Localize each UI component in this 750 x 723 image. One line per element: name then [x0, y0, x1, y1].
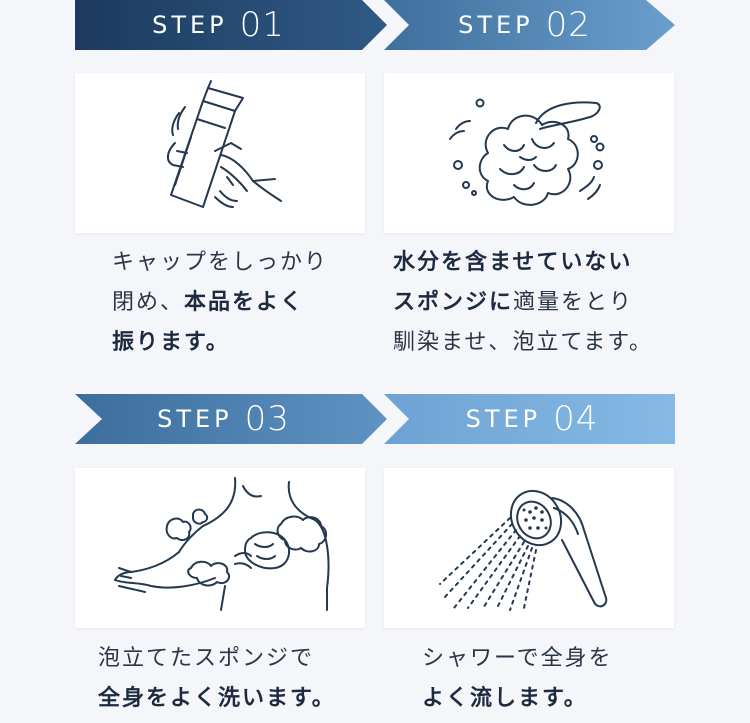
- step-02-caption-bold: スポンジに: [393, 290, 514, 315]
- shower-head-icon: [439, 489, 608, 611]
- shaking-bottle-icon: [167, 80, 282, 208]
- step-01-caption-line-1: キャップをしっかり: [112, 243, 328, 283]
- step-03-caption-bold: 全身をよく洗います。: [98, 686, 336, 711]
- step-01-caption-bold: 振ります。: [112, 330, 230, 355]
- step-04-caption-line-1: シャワーで全身を: [422, 639, 613, 679]
- step-03-label: STEP 03: [85, 394, 362, 444]
- step-02-caption-text: 適量をとり: [513, 290, 634, 315]
- step-04-caption-line-2: よく流します。: [422, 679, 613, 719]
- step-03-caption-line-1: 泡立てたスポンジで: [98, 639, 336, 679]
- body-washing-icon: [114, 477, 330, 611]
- step-01-caption-text: 閉め、: [112, 290, 185, 315]
- step-01-caption: キャップをしっかり 閉め、本品をよく 振ります。: [112, 243, 328, 363]
- step-02-illustration-card: [384, 73, 674, 233]
- step-03-number: 03: [244, 399, 290, 439]
- step-04-banner: STEP 04: [384, 394, 675, 444]
- step-02-caption: 水分を含ませていない スポンジに適量をとり 馴染ませ、泡立てます。: [393, 243, 653, 363]
- step-04-illustration-card: [384, 468, 674, 628]
- step-02-caption-bold: 水分を含ませていない: [393, 250, 633, 275]
- step-01-caption-line-2: 閉め、本品をよく: [112, 283, 328, 323]
- step-01-banner-shape: [75, 0, 387, 50]
- step-04-banner-shape: [384, 394, 675, 444]
- step-01-caption-bold: 本品をよく: [184, 290, 305, 315]
- step-01-banner: STEP 01: [75, 0, 387, 50]
- step-02-banner: STEP 02: [384, 0, 675, 50]
- step-02-word: STEP: [458, 11, 534, 39]
- step-01-illustration-card: [75, 73, 365, 233]
- step-03-banner: STEP 03: [75, 394, 387, 444]
- step-02-caption-line-3: 馴染ませ、泡立てます。: [393, 323, 653, 363]
- step-04-word: STEP: [465, 405, 542, 433]
- step-04-caption-bold: よく流します。: [422, 686, 588, 711]
- step-01-word: STEP: [152, 11, 228, 39]
- step-03-banner-shape: [75, 394, 387, 444]
- step-03-caption-text: 泡立てたスポンジで: [98, 646, 315, 671]
- bath-sponge-icon: [449, 98, 605, 206]
- step-02-caption-text: 馴染ませ、泡立てます。: [393, 330, 654, 355]
- step-02-caption-line-2: スポンジに適量をとり: [393, 283, 653, 323]
- step-02-number: 02: [545, 5, 591, 45]
- step-01-number: 01: [239, 5, 285, 45]
- step-04-number: 04: [553, 399, 599, 439]
- step-01-label: STEP 01: [75, 0, 362, 50]
- step-04-label: STEP 04: [389, 394, 675, 444]
- step-03-word: STEP: [157, 405, 233, 433]
- step-03-caption: 泡立てたスポンジで 全身をよく洗います。: [98, 639, 336, 719]
- step-02-label: STEP 02: [394, 0, 655, 50]
- step-02-banner-shape: [384, 0, 675, 50]
- step-01-caption-text: キャップをしっかり: [112, 250, 329, 275]
- step-02-caption-line-1: 水分を含ませていない: [393, 243, 653, 283]
- step-04-caption-text: シャワーで全身を: [422, 646, 613, 671]
- step-03-caption-line-2: 全身をよく洗います。: [98, 679, 336, 719]
- step-01-caption-line-3: 振ります。: [112, 323, 328, 363]
- step-03-illustration-card: [75, 468, 365, 628]
- step-04-caption: シャワーで全身を よく流します。: [422, 639, 613, 719]
